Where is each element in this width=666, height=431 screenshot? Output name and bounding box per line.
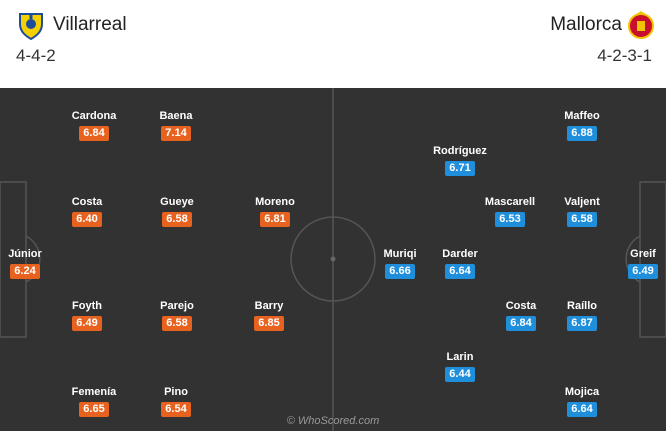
villarreal-crest-icon xyxy=(19,13,43,40)
player-name: Gueye xyxy=(160,196,194,208)
player-name: Baena xyxy=(159,110,193,122)
player-rating: 6.24 xyxy=(10,264,40,279)
player-rating: 6.65 xyxy=(79,402,109,417)
player-rating: 6.71 xyxy=(445,161,475,176)
player-name: Cardona xyxy=(71,110,117,122)
pitch-markings xyxy=(0,88,666,431)
home-player-gueye[interactable]: Gueye 6.58 xyxy=(132,195,222,227)
player-rating: 6.64 xyxy=(567,402,597,417)
player-rating: 6.49 xyxy=(72,316,102,331)
player-name: Barry xyxy=(254,300,284,312)
player-rating: 6.40 xyxy=(72,212,102,227)
away-player-muriqi[interactable]: Muriqi 6.66 xyxy=(355,247,445,279)
player-rating: 6.81 xyxy=(260,212,290,227)
away-team-name: Mallorca xyxy=(550,14,622,35)
player-rating: 6.84 xyxy=(506,316,536,331)
player-rating: 7.14 xyxy=(161,126,191,141)
player-rating: 6.58 xyxy=(162,212,192,227)
mallorca-crest-icon xyxy=(628,11,654,39)
player-name: Costa xyxy=(71,196,103,208)
player-rating: 6.84 xyxy=(79,126,109,141)
player-rating: 6.64 xyxy=(445,264,475,279)
player-rating: 6.87 xyxy=(567,316,597,331)
home-player-junior[interactable]: Júnior 6.24 xyxy=(0,247,70,279)
player-rating: 6.44 xyxy=(445,367,475,382)
player-name: Maffeo xyxy=(564,110,600,122)
pitch: Cardona 6.84 Baena 7.14 Júnior 6.24 Cost… xyxy=(0,88,666,431)
home-player-parejo[interactable]: Parejo 6.58 xyxy=(132,299,222,331)
away-player-greif[interactable]: Greif 6.49 xyxy=(598,247,666,279)
match-header: Villarreal 4-4-2 Mallorca 4-2-3-1 xyxy=(0,0,666,88)
away-player-mojica[interactable]: Mojica 6.64 xyxy=(537,385,627,417)
player-name: Raíllo xyxy=(567,300,597,312)
player-name: Darder xyxy=(442,248,478,260)
home-player-pino[interactable]: Pino 6.54 xyxy=(131,385,221,417)
player-rating: 6.54 xyxy=(161,402,191,417)
away-player-rodriguez[interactable]: Rodríguez 6.71 xyxy=(415,144,505,176)
player-name: Parejo xyxy=(160,300,194,312)
player-name: Mascarell xyxy=(484,196,536,208)
home-player-cardona[interactable]: Cardona 6.84 xyxy=(49,109,139,141)
away-player-darder[interactable]: Darder 6.64 xyxy=(415,247,505,279)
player-rating: 6.58 xyxy=(162,316,192,331)
home-player-costa[interactable]: Costa 6.40 xyxy=(42,195,132,227)
away-player-valjent[interactable]: Valjent 6.58 xyxy=(537,195,627,227)
player-rating: 6.88 xyxy=(567,126,597,141)
player-name: Mojica xyxy=(564,386,600,398)
home-formation: 4-4-2 xyxy=(16,46,56,65)
away-formation: 4-2-3-1 xyxy=(597,46,652,65)
watermark: © WhoScored.com xyxy=(286,415,380,427)
player-name: Pino xyxy=(164,386,188,398)
player-name: Moreno xyxy=(255,196,295,208)
away-player-raillo[interactable]: Raíllo 6.87 xyxy=(537,299,627,331)
home-player-moreno[interactable]: Moreno 6.81 xyxy=(230,195,320,227)
player-rating: 6.49 xyxy=(628,264,658,279)
away-player-maffeo[interactable]: Maffeo 6.88 xyxy=(537,109,627,141)
player-rating: 6.85 xyxy=(254,316,284,331)
player-name: Valjent xyxy=(564,196,600,208)
player-name: Femenía xyxy=(71,386,117,398)
player-name: Costa xyxy=(505,300,537,312)
home-team-name: Villarreal xyxy=(53,14,127,35)
home-player-barry[interactable]: Barry 6.85 xyxy=(224,299,314,331)
player-name: Greif xyxy=(630,248,656,260)
player-rating: 6.53 xyxy=(495,212,525,227)
away-player-larin[interactable]: Larin 6.44 xyxy=(415,350,505,382)
player-rating: 6.66 xyxy=(385,264,415,279)
player-rating: 6.58 xyxy=(567,212,597,227)
player-name: Rodríguez xyxy=(433,145,487,157)
home-player-femenia[interactable]: Femenía 6.65 xyxy=(49,385,139,417)
player-name: Muriqi xyxy=(383,248,417,260)
home-player-baena[interactable]: Baena 7.14 xyxy=(131,109,221,141)
player-name: Larin xyxy=(446,351,474,363)
away-player-costa[interactable]: Costa 6.84 xyxy=(476,299,566,331)
player-name: Júnior xyxy=(8,248,42,260)
home-player-foyth[interactable]: Foyth 6.49 xyxy=(42,299,132,331)
player-name: Foyth xyxy=(72,300,102,312)
away-player-mascarell[interactable]: Mascarell 6.53 xyxy=(465,195,555,227)
